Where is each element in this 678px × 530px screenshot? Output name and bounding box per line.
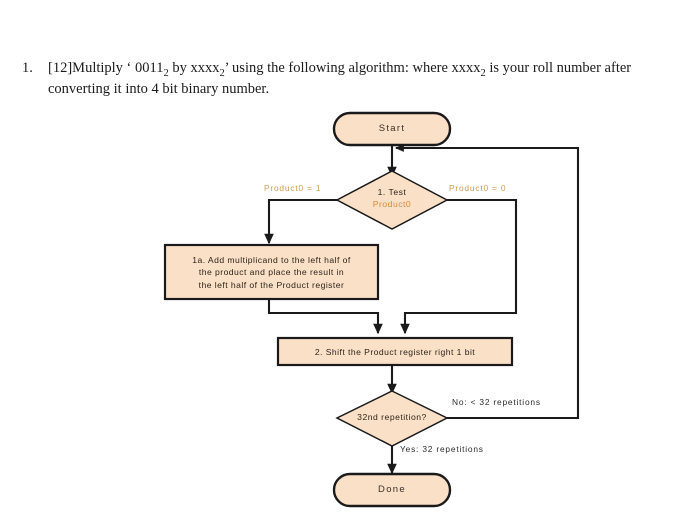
question-text-part1: Multiply ‘ 0011 bbox=[72, 60, 164, 76]
node-repeat-shape bbox=[335, 390, 449, 447]
question-text-part3: ’ using the following algorithm: where x… bbox=[224, 60, 481, 76]
question-block: 1. [12]Multiply ‘ 00112 by xxxx2’ using … bbox=[22, 58, 656, 100]
flow-connectors bbox=[264, 144, 580, 475]
question-text-part2: by xxxx bbox=[168, 60, 220, 76]
edge-test-to-add bbox=[264, 198, 337, 245]
question-number: 1. bbox=[22, 60, 33, 76]
question-subscript-1: 2 bbox=[163, 67, 169, 79]
edge-add-to-shift bbox=[267, 299, 383, 335]
question-text: [12]Multiply ‘ 00112 by xxxx2’ using the… bbox=[48, 58, 656, 100]
node-shift-shape bbox=[276, 336, 514, 367]
question-subscript-2: 2 bbox=[219, 67, 225, 79]
node-test-shape bbox=[335, 170, 449, 230]
edge-test-to-shift bbox=[400, 198, 518, 335]
node-done-shape bbox=[332, 472, 452, 508]
node-start-shape bbox=[332, 111, 452, 147]
edge-repeat-no-loopback bbox=[394, 144, 580, 420]
node-add-shape bbox=[163, 243, 380, 301]
question-text-part4: is your roll number after converting it … bbox=[48, 60, 632, 97]
question-subscript-3: 2 bbox=[480, 67, 486, 79]
question-bracket: [12] bbox=[48, 60, 73, 76]
